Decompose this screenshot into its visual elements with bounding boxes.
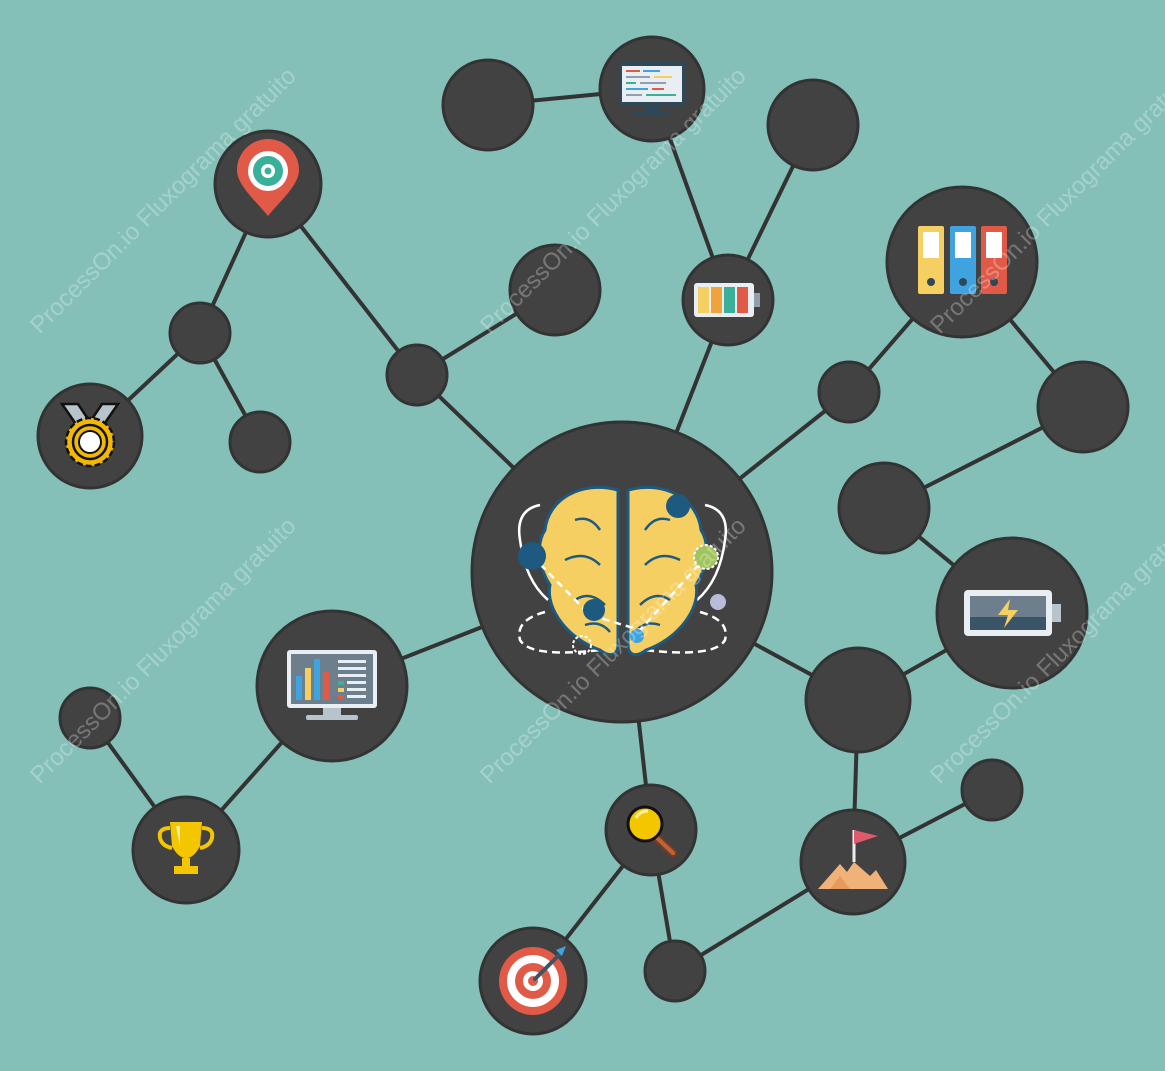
node-empty — [804, 646, 912, 754]
code-monitor-icon — [619, 62, 685, 116]
node-empty — [58, 686, 122, 750]
node-empty — [817, 360, 881, 424]
binders-icon — [918, 226, 1007, 294]
node-empty — [228, 410, 292, 474]
mountain-flag-node — [799, 808, 907, 916]
dashboard-node — [255, 609, 409, 763]
battery-charging-node — [935, 536, 1089, 690]
search-node — [604, 783, 698, 877]
magnifier-icon — [626, 805, 677, 857]
trophy-node — [131, 795, 241, 905]
brain-icon — [517, 485, 728, 657]
node-empty — [441, 58, 535, 152]
medal-node — [36, 382, 144, 490]
medal-icon — [59, 402, 121, 468]
node-empty — [643, 939, 707, 1003]
battery-bars-icon — [694, 283, 760, 317]
target-icon — [499, 946, 567, 1015]
battery-charging-icon — [964, 590, 1061, 636]
gear-pin-node — [213, 129, 323, 239]
node-empty — [508, 243, 602, 337]
mountain-flag-icon — [818, 830, 888, 889]
node-empty — [385, 343, 449, 407]
node-empty — [837, 461, 931, 555]
node-empty — [960, 758, 1024, 822]
node-empty — [168, 301, 232, 365]
monitor-code-node — [598, 35, 706, 143]
trophy-icon — [157, 822, 215, 874]
node-empty — [1036, 360, 1130, 454]
node-empty — [766, 78, 860, 172]
brain-center-node — [470, 420, 774, 724]
target-node — [478, 926, 588, 1036]
battery-colors-node — [681, 253, 775, 347]
location-gear-icon — [237, 139, 299, 216]
dashboard-monitor-icon — [287, 650, 377, 720]
binders-node — [885, 185, 1039, 339]
